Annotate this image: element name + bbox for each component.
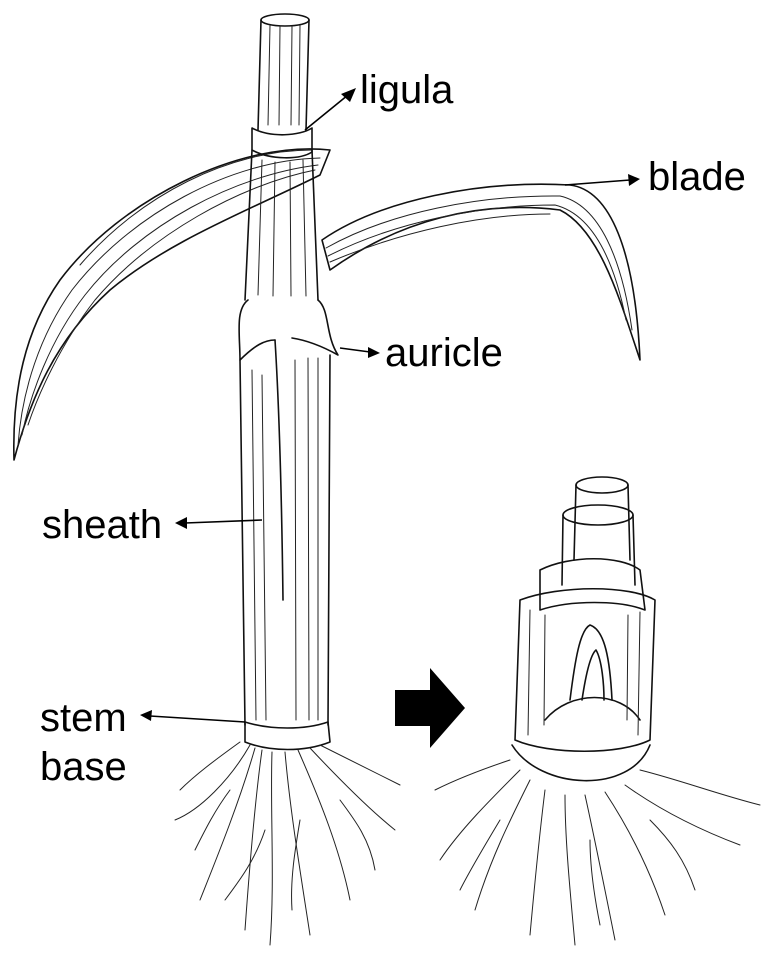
stem-base-ring: [245, 722, 330, 750]
leader-blade: [565, 174, 640, 186]
label-auricle: auricle: [385, 331, 503, 375]
label-stem: stem: [40, 696, 127, 740]
leader-sheath: [175, 517, 262, 529]
auricle-right: [292, 300, 338, 355]
auricle-left: [239, 300, 275, 360]
dissected-stem: [512, 477, 655, 781]
label-blade: blade: [648, 155, 746, 199]
ligula-collar: [252, 128, 312, 158]
label-ligula: ligula: [360, 68, 454, 112]
label-sheath: sheath: [42, 503, 162, 547]
right-roots: [435, 760, 760, 945]
left-leaf-blade: [14, 149, 330, 460]
leader-stem-base: [140, 710, 245, 722]
leader-auricle: [340, 347, 380, 358]
leader-ligula: [305, 88, 356, 130]
label-base: base: [40, 745, 127, 789]
main-stem: [239, 14, 338, 750]
left-roots: [175, 742, 400, 945]
right-arrow-icon: [395, 668, 465, 748]
